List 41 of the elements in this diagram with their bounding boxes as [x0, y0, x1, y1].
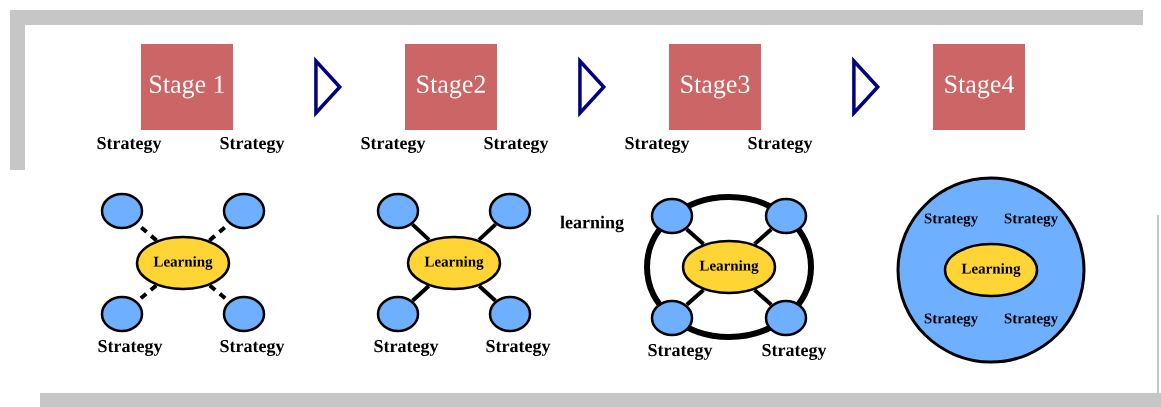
connector-line: [685, 288, 705, 307]
strategy-label: Strategy: [220, 340, 285, 356]
strategy-circle: [376, 295, 420, 333]
strategy-circle: [376, 192, 420, 230]
strategy-label: Strategy: [1004, 213, 1058, 227]
strategy-label: Strategy: [486, 340, 551, 356]
strategy-label: Strategy: [1004, 313, 1058, 327]
connector-line: [753, 227, 773, 246]
connector-line: [477, 222, 497, 242]
strategy-label: Strategy: [924, 213, 978, 227]
connector-line: [411, 284, 431, 303]
strategy-circle: [488, 192, 532, 230]
learning-label: learning: [560, 215, 624, 233]
strategy-label: Strategy: [97, 137, 162, 153]
strategy-circle: [488, 295, 532, 333]
strategy-label: Strategy: [374, 340, 439, 356]
connector-line: [411, 222, 431, 242]
strategy-label: Strategy: [220, 137, 285, 153]
stage-box: Stage2: [405, 44, 497, 130]
strategy-circle: [100, 295, 144, 333]
strategy-label: Strategy: [98, 340, 163, 356]
connector-line: [477, 284, 497, 303]
connector-line: [685, 227, 705, 246]
stage-box: Stage 1: [141, 44, 233, 130]
strategy-circle: [222, 295, 266, 333]
strategy-label: Strategy: [762, 344, 827, 360]
stage-box: Stage3: [669, 44, 761, 130]
strategy-label: Strategy: [748, 137, 813, 153]
strategy-circle: [650, 299, 694, 337]
strategy-circle: [764, 299, 808, 337]
stage-box: Stage4: [933, 44, 1025, 130]
connector-line: [753, 288, 773, 307]
strategy-circle: [650, 197, 694, 235]
strategy-label: Strategy: [484, 137, 549, 153]
strategy-label: Strategy: [361, 137, 426, 153]
strategy-label: Strategy: [625, 137, 690, 153]
strategy-label: Strategy: [648, 344, 713, 360]
strategy-circle: [222, 192, 266, 230]
strategy-circle: [764, 197, 808, 235]
strategy-label: Strategy: [924, 313, 978, 327]
strategy-circle: [100, 192, 144, 230]
